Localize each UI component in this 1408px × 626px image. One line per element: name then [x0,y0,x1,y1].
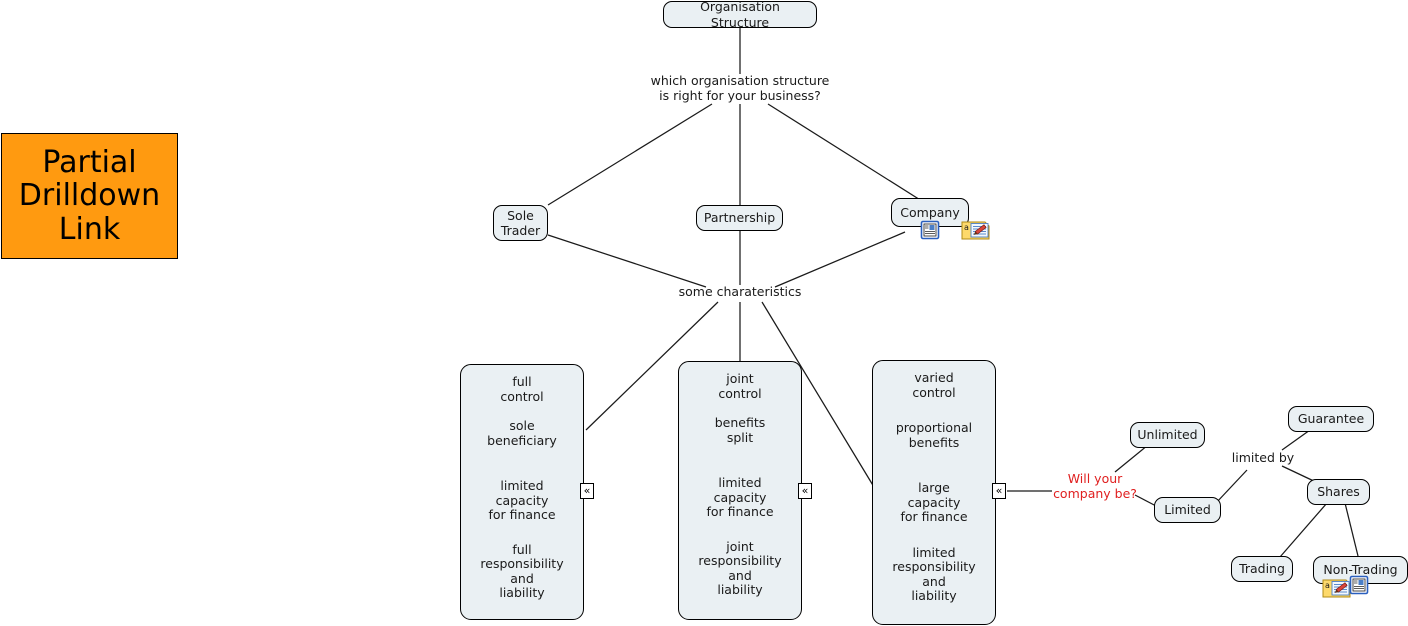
characteristic-group: full responsibility and liability [480,541,564,600]
label-root-question: which organisation structure is right fo… [650,73,830,103]
characteristic-group: sole beneficiary [487,418,557,448]
note-document-icon[interactable] [1349,575,1369,595]
node-trading[interactable]: Trading [1231,556,1293,582]
characteristic-group: varied control [912,370,956,400]
label-company-question: Will your company be? [1053,471,1137,501]
collapse-marker-sole-trader[interactable]: « [580,483,594,499]
characteristic-group: limited capacity for finance [488,478,556,522]
collapse-marker-company[interactable]: « [992,483,1006,499]
svg-text:a: a [1325,581,1330,590]
node-partnership[interactable]: Partnership [696,205,783,231]
characteristic-group: full control [500,374,544,404]
annotation-pencil-icon[interactable]: a [1322,578,1352,599]
label-some-characteristics: some charateristics [678,284,802,299]
box-sole-trader-characteristics[interactable]: full control sole beneficiary limited ca… [460,364,584,620]
characteristic-group: joint responsibility and liability [698,538,782,597]
annotation-pencil-icon[interactable]: a [961,220,991,241]
node-guarantee[interactable]: Guarantee [1288,406,1374,432]
node-limited[interactable]: Limited [1154,497,1221,523]
characteristic-group: limited capacity for finance [706,475,774,519]
node-sole-trader[interactable]: Sole Trader [493,205,548,241]
legend-line-1: Partial [42,144,137,180]
box-partnership-characteristics[interactable]: joint control benefits split limited cap… [678,361,802,620]
characteristic-group: joint control [718,371,762,401]
collapse-marker-partnership[interactable]: « [798,483,812,499]
node-organisation-structure[interactable]: Organisation Structure [663,0,817,30]
legend-line-2: Drilldown [18,178,161,214]
box-company-characteristics[interactable]: varied control proportional benefits lar… [872,360,996,625]
legend-line-3: Link [58,211,121,247]
characteristic-group: proportional benefits [895,420,973,450]
partial-drilldown-link-legend: Partial Drilldown Link [1,133,178,259]
characteristic-group: large capacity for finance [900,480,968,524]
characteristic-group: limited responsibility and liability [892,544,976,603]
svg-text:a: a [964,223,969,232]
node-shares[interactable]: Shares [1307,479,1370,505]
node-non-trading[interactable]: Non-Trading [1313,556,1408,584]
characteristic-group: benefits split [714,415,766,445]
label-limited-by: limited by [1231,450,1295,465]
note-document-icon[interactable] [920,220,940,240]
node-unlimited[interactable]: Unlimited [1130,422,1205,448]
